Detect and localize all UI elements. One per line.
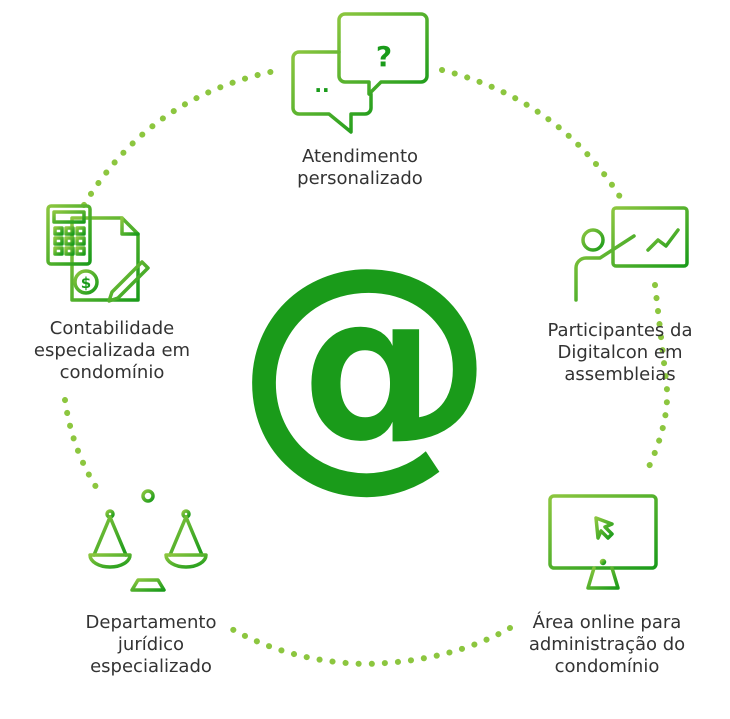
svg-text:..: .. [314, 73, 329, 97]
label-contabilidade: Contabilidade especializada em condomíni… [2, 318, 222, 384]
label-line: Participantes da [547, 320, 693, 341]
ring-segment-left [62, 397, 101, 493]
label-area-online: Área online para administração do condom… [492, 612, 722, 678]
label-line: Departamento [85, 612, 217, 633]
svg-text:?: ? [376, 40, 392, 73]
presentation-chart-icon [574, 206, 689, 302]
label-atendimento-personalizado: Atendimento personalizado [240, 146, 480, 190]
label-line: condomínio [59, 362, 165, 383]
label-line: Digitalcon em [557, 342, 683, 363]
label-line: personalizado [297, 168, 423, 189]
label-line: administração do [528, 634, 686, 655]
label-line: especializado [90, 656, 212, 677]
ring-segment-top-right [439, 67, 625, 203]
label-participantes-digitalcon: Participantes da Digitalcon em assemblei… [520, 320, 720, 386]
label-line: Atendimento [301, 146, 419, 167]
label-line: jurídico [117, 634, 185, 655]
computer-monitor-cursor-icon [548, 494, 658, 592]
label-departamento-juridico: Departamento jurídico especializado [46, 612, 256, 678]
calculator-document-icon: $ [46, 204, 150, 303]
label-line: assembleias [564, 364, 676, 385]
svg-text:$: $ [81, 274, 91, 292]
dotted-ring [62, 67, 671, 668]
label-line: condomínio [554, 656, 660, 677]
chat-bubbles-question-icon: ? .. [291, 12, 429, 134]
at-symbol: @ [235, 212, 495, 514]
ring-segment-bottom [227, 625, 513, 668]
scales-of-justice-icon [88, 489, 208, 592]
label-line: Contabilidade [49, 318, 175, 339]
label-line: Área online para [532, 612, 682, 633]
label-line: especializada em [33, 340, 191, 361]
